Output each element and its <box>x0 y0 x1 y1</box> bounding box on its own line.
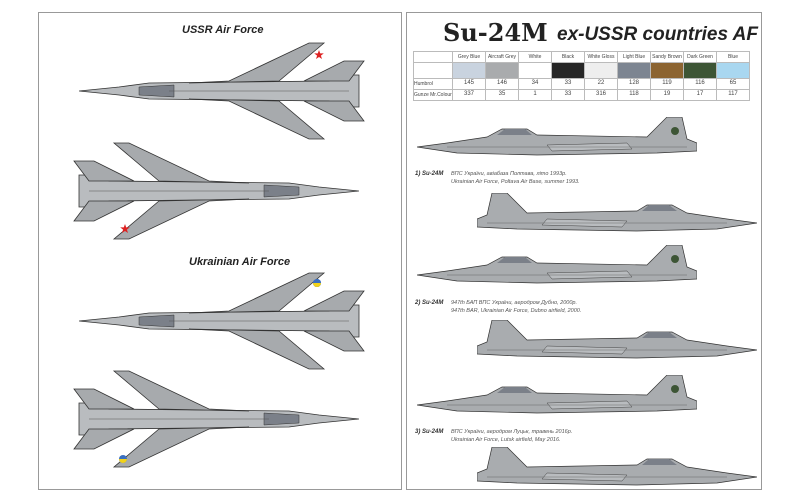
ussr-bottom-view <box>73 142 359 240</box>
paint-code: 119 <box>650 78 684 90</box>
ussr-top-view <box>79 42 365 140</box>
scheme-label: 3) Su-24M <box>415 429 444 435</box>
ussr-air-force-heading: USSR Air Force <box>182 24 264 36</box>
scheme3-caption: 3) Su-24M ВПС України, аеродром Луцьк, тр… <box>415 429 572 444</box>
paint-color-table: Grey Blue Aircraft Grey White Black Whit… <box>413 51 750 101</box>
paint-code: 17 <box>683 89 717 101</box>
paint-code: 118 <box>617 89 651 101</box>
row-label: Gunze Mr.Colour <box>413 89 453 101</box>
color-name: Black <box>551 51 585 63</box>
color-swatch <box>683 62 717 79</box>
color-swatch <box>551 62 585 79</box>
color-name: White <box>518 51 552 63</box>
scheme1-caption: 1) Su-24M ВПС України, авіабаза Полтава, … <box>415 171 580 186</box>
paint-code: 145 <box>452 78 486 90</box>
caption-ukrainian: ВПС України, авіабаза Полтава, літо 1993… <box>451 171 567 177</box>
color-name: Dark Green <box>683 51 717 63</box>
color-swatch <box>452 62 486 79</box>
paint-code: 33 <box>551 78 585 90</box>
left-page-plan-views: USSR Air Force Ukrainian Air Force <box>38 12 402 490</box>
right-page-profiles: Su-24M ex-USSR countries AF Grey Blue Ai… <box>406 12 762 490</box>
page-title: Su-24M <box>443 18 548 47</box>
scheme1-other-side-view <box>477 193 757 232</box>
scheme2-side-view <box>417 245 697 284</box>
scheme3-side-view <box>417 375 697 414</box>
page-subtitle: ex-USSR countries AF <box>557 24 758 45</box>
color-swatch <box>716 62 750 79</box>
caption-english: 947th BAR, Ukrainian Air Force, Dubno ai… <box>451 307 582 314</box>
paint-code: 33 <box>551 89 585 101</box>
paint-code: 316 <box>584 89 618 101</box>
paint-code: 19 <box>650 89 684 101</box>
ukraine-bottom-view <box>73 370 359 468</box>
scheme2-caption: 2) Su-24M 947th БАП ВПС України, аеродром… <box>415 300 581 315</box>
paint-code: 117 <box>716 89 750 101</box>
color-swatch <box>617 62 651 79</box>
paint-code: 34 <box>518 78 552 90</box>
caption-english: Ukrainian Air Force, Poltava Air Base, s… <box>451 178 580 185</box>
scheme3-other-side-view <box>477 447 757 486</box>
scheme1-side-view <box>417 117 697 156</box>
scheme-label: 1) Su-24M <box>415 171 444 177</box>
ukraine-top-view <box>79 272 365 370</box>
paint-code: 65 <box>716 78 750 90</box>
color-swatch <box>584 62 618 79</box>
paint-code: 116 <box>683 78 717 90</box>
paint-code: 22 <box>584 78 618 90</box>
scheme-label: 2) Su-24M <box>415 300 444 306</box>
color-name: Aircraft Grey <box>485 51 519 63</box>
ukrainian-air-force-heading: Ukrainian Air Force <box>189 256 291 268</box>
caption-ukrainian: ВПС України, аеродром Луцьк, травень 201… <box>451 429 573 435</box>
red-star-icon <box>314 50 324 59</box>
color-name: Sandy Brown <box>650 51 684 63</box>
color-swatch <box>485 62 519 79</box>
color-swatch <box>518 62 552 79</box>
scheme2-other-side-view <box>477 320 757 359</box>
color-name: White Gloss <box>584 51 618 63</box>
paint-code: 337 <box>452 89 486 101</box>
paint-code: 35 <box>485 89 519 101</box>
row-label: Humbrol <box>413 78 453 90</box>
color-name: Blue <box>716 51 750 63</box>
color-name: Light Blue <box>617 51 651 63</box>
color-name: Grey Blue <box>452 51 486 63</box>
paint-code: 128 <box>617 78 651 90</box>
paint-code: 146 <box>485 78 519 90</box>
color-swatch <box>650 62 684 79</box>
caption-english: Ukrainian Air Force, Lutsk airfield, May… <box>451 436 561 443</box>
paint-code: 1 <box>518 89 552 101</box>
caption-ukrainian: 947th БАП ВПС України, аеродром Дубно, 2… <box>451 300 577 306</box>
